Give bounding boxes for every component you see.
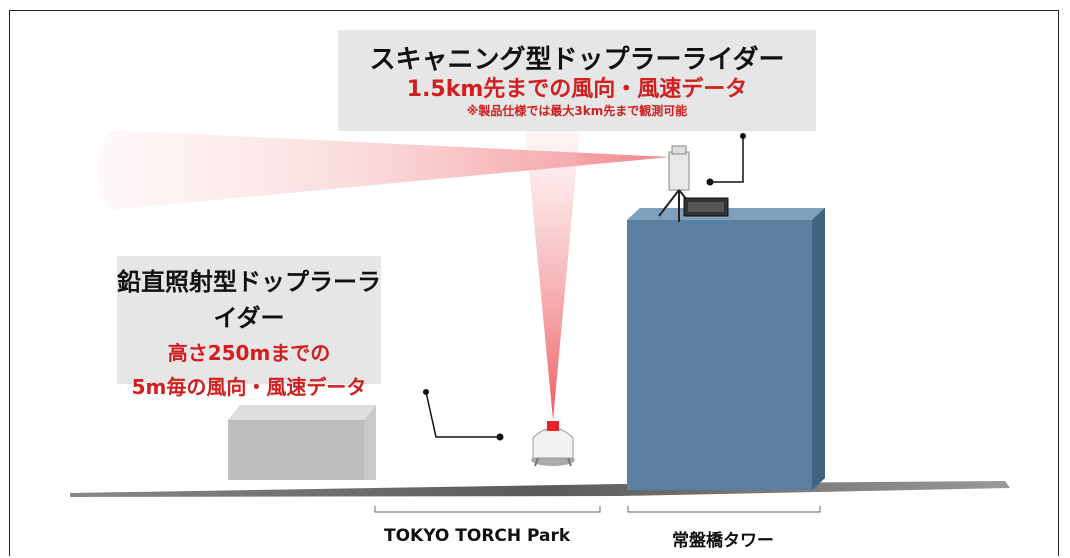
- ground-plane: [70, 481, 1010, 497]
- tower-building: [627, 208, 825, 490]
- tower-label: 常盤橋タワー: [672, 531, 774, 551]
- vertical-lidar-device: [531, 421, 575, 467]
- scanning-lidar-callout: スキャニング型ドップラーライダー 1.5km先までの風向・風速データ ※製品仕様…: [338, 30, 816, 131]
- low-building: [228, 405, 376, 480]
- vertical-scan-beam: [525, 123, 580, 420]
- vertical-lidar-callout: 鉛直照射型ドップラーライダー 高さ250mまでの 5m毎の風向・風速データ: [117, 256, 381, 399]
- leader-line-left: [423, 389, 504, 441]
- leader-line-top: [706, 133, 746, 186]
- scanning-lidar-device: [658, 145, 729, 222]
- tower-bracket: [627, 506, 821, 513]
- scanning-lidar-title: スキャニング型ドップラーライダー: [369, 45, 785, 75]
- vertical-lidar-detail-2: 5m毎の風向・風速データ: [131, 375, 367, 399]
- park-bracket: [374, 506, 601, 513]
- scanning-lidar-detail: 1.5km先までの風向・風速データ: [406, 77, 748, 102]
- park-label: TOKYO TORCH Park: [384, 526, 571, 546]
- vertical-lidar-title: 鉛直照射型ドップラーライダー: [117, 268, 381, 332]
- vertical-lidar-detail-1: 高さ250mまでの: [167, 341, 331, 365]
- horizontal-scan-beam: [97, 130, 670, 210]
- scanning-lidar-note: ※製品仕様では最大3km先まで観測可能: [466, 104, 688, 118]
